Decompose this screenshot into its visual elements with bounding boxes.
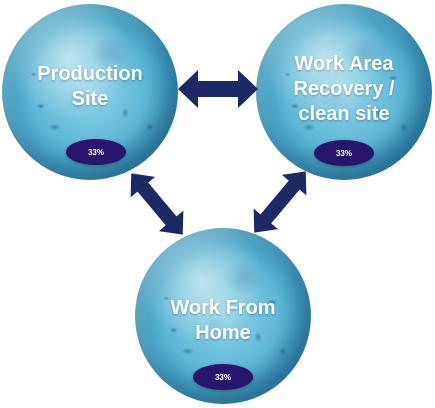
percentage-badge: 33% <box>314 140 374 166</box>
double-arrow-diagonal-left-icon <box>130 173 184 235</box>
percentage-badge: 33% <box>193 364 253 390</box>
label-line: Home <box>195 322 251 344</box>
globe-label-work-area-recovery: Work Area Recovery / clean site <box>256 52 432 127</box>
label-line: Production <box>37 63 143 85</box>
label-line: Site <box>71 88 109 110</box>
label-line: Work From <box>170 297 276 319</box>
label-line: Work Area <box>294 53 394 75</box>
globe-work-area-recovery: Work Area Recovery / clean site 33% <box>256 4 432 180</box>
double-arrow-diagonal-right-icon <box>253 171 307 233</box>
percentage-badge: 33% <box>66 139 126 165</box>
globe-production-site: Production Site 33% <box>2 4 178 180</box>
label-line: clean site <box>298 103 390 125</box>
label-line: Recovery / <box>293 78 395 100</box>
globe-work-from-home: Work From Home 33% <box>135 228 311 404</box>
globe-label-production-site: Production Site <box>2 62 178 112</box>
double-arrow-horizontal-icon <box>178 70 258 108</box>
globe-label-work-from-home: Work From Home <box>135 296 311 346</box>
